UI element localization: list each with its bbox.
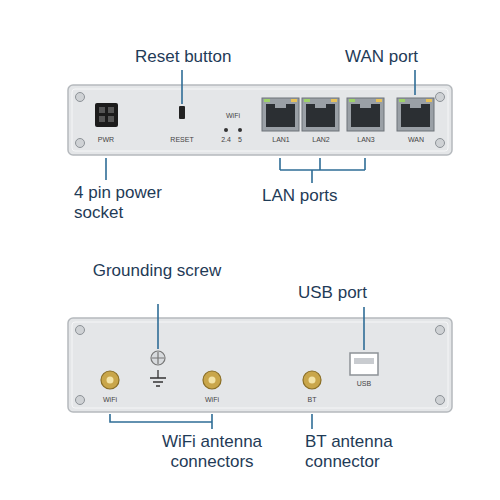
- panel-marking: 2.4: [219, 136, 233, 144]
- panel-marking: RESET: [167, 136, 197, 144]
- panel-bevel: [72, 322, 448, 408]
- reset-hole: [179, 106, 185, 119]
- panel-marking: PWR: [92, 136, 120, 144]
- callout-label: 4 pin power socket: [74, 183, 186, 222]
- panel-screws: [76, 93, 445, 148]
- wifi-led: [238, 128, 242, 132]
- callout-label: BT antenna connector: [305, 432, 417, 471]
- callout-label: USB port: [298, 283, 388, 303]
- panel-marking: WiFi: [221, 112, 245, 120]
- screw-slot: [152, 352, 164, 364]
- panel-marking: LAN2: [306, 136, 336, 144]
- leader-lines: [106, 70, 415, 429]
- back-panel: [68, 318, 452, 412]
- front-panel: [68, 85, 452, 155]
- callout-label: Grounding screw: [92, 261, 222, 281]
- ethernet-ports: [262, 98, 434, 131]
- grounding-screw: [151, 351, 165, 365]
- ground-symbol: [150, 370, 166, 386]
- power-pins: [99, 107, 114, 122]
- callout-label: WAN port: [345, 47, 445, 67]
- panel-screws: [76, 326, 445, 405]
- power-socket: [95, 103, 118, 127]
- panel-marking: WiFi: [198, 396, 226, 404]
- callout-label: Reset button: [135, 47, 265, 67]
- callout-label: WiFi antenna connectors: [146, 432, 278, 471]
- panel-marking: WiFi: [96, 396, 124, 404]
- wifi-led: [224, 128, 228, 132]
- panel-marking: USB: [350, 380, 378, 388]
- panel-marking: BT: [300, 396, 324, 404]
- panel-bevel: [72, 89, 448, 151]
- usb-port: [350, 353, 378, 375]
- panel-marking: LAN1: [266, 136, 296, 144]
- callout-label: LAN ports: [262, 186, 372, 206]
- panel-marking: 5: [233, 136, 247, 144]
- panel-marking: LAN3: [351, 136, 381, 144]
- antenna-connectors: [101, 371, 321, 389]
- usb-tongue: [354, 358, 374, 364]
- panel-marking: WAN: [401, 136, 431, 144]
